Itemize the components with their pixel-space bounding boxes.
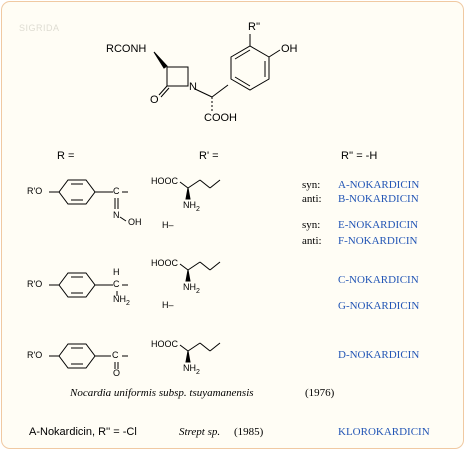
phenol-ring (230, 45, 270, 91)
prefix-b: anti: (302, 193, 322, 205)
h-label-1: H– (162, 220, 174, 230)
c-label-1: C (113, 186, 120, 196)
compound-c: C-NOKARDICIN (338, 274, 419, 286)
h-label-2: H (113, 267, 120, 277)
bonds (49, 34, 281, 369)
h-label-3: H– (162, 300, 174, 310)
header-r: R = (57, 150, 75, 162)
hooc-label-3: HOOC (151, 339, 178, 349)
nh2-label-2: NH2 (113, 294, 130, 307)
nh2-label-1: NH2 (183, 200, 200, 213)
nh2-label-3: NH2 (183, 282, 200, 295)
ro-label-2: R'O (27, 279, 43, 289)
footer-compound: KLOROKARDICIN (338, 426, 430, 438)
o-atom-label: O (150, 94, 159, 106)
nh2-wedge-2 (185, 269, 191, 282)
header-r2: R'' = -H (341, 150, 378, 162)
c-o-bond-1 (158, 85, 168, 96)
compound-d: D-NOKARDICIN (338, 349, 420, 361)
nh2-wedge-3 (185, 350, 191, 363)
header-r1: R' = (199, 150, 219, 162)
source-organism: Nocardia uniformis subsp. tsuyamanensis (70, 387, 254, 399)
compound-e: E-NOKARDICIN (338, 219, 419, 231)
lactam-ring (166, 66, 189, 87)
footer-year: (1985) (234, 426, 264, 438)
footer-left: A-Nokardicin, R'' = -Cl (29, 426, 137, 438)
hooc-label-2: HOOC (151, 258, 178, 268)
c-label-3: C (112, 350, 119, 360)
o-label-3: O (113, 368, 121, 378)
nh2-label-4: NH2 (183, 363, 200, 376)
nh-wedge (153, 51, 168, 69)
prefix-f: anti: (302, 235, 322, 247)
compound-f: F-NOKARDICIN (338, 235, 418, 247)
compound-g: G-NOKARDICIN (338, 300, 420, 312)
c-label-2: C (113, 279, 120, 289)
prefix-a: syn: (302, 179, 321, 191)
source-year: (1976) (305, 387, 335, 399)
compound-b: B-NOKARDICIN (338, 193, 419, 205)
phenol-double-1 (234, 49, 251, 60)
n-oh-bond (119, 216, 127, 222)
rconh-label: RCONH (106, 43, 147, 55)
ro-label-3: R'O (27, 350, 43, 360)
ro-label-1: R'O (27, 186, 43, 196)
n-atom-label: N (189, 81, 197, 93)
ch-phenyl-bond (211, 84, 229, 98)
phenol-double-3 (234, 76, 251, 87)
nh2-wedge-1 (185, 187, 191, 200)
watermark: SIGRIDA (19, 23, 60, 33)
compound-a: A-NOKARDICIN (338, 179, 420, 191)
prefix-e: syn: (302, 219, 321, 231)
oh-label-1: OH (128, 217, 142, 227)
r2-label: R'' (248, 21, 261, 33)
n-ch-bond (194, 88, 213, 98)
c-o-bond-2 (160, 87, 170, 98)
oh-label: OH (281, 43, 298, 55)
oh-bond (268, 49, 281, 58)
hooc-label-1: HOOC (151, 176, 178, 186)
n-label-1: N (113, 210, 120, 220)
cooh-label: COOH (204, 112, 237, 124)
footer-organism: Strept sp. (179, 426, 221, 438)
